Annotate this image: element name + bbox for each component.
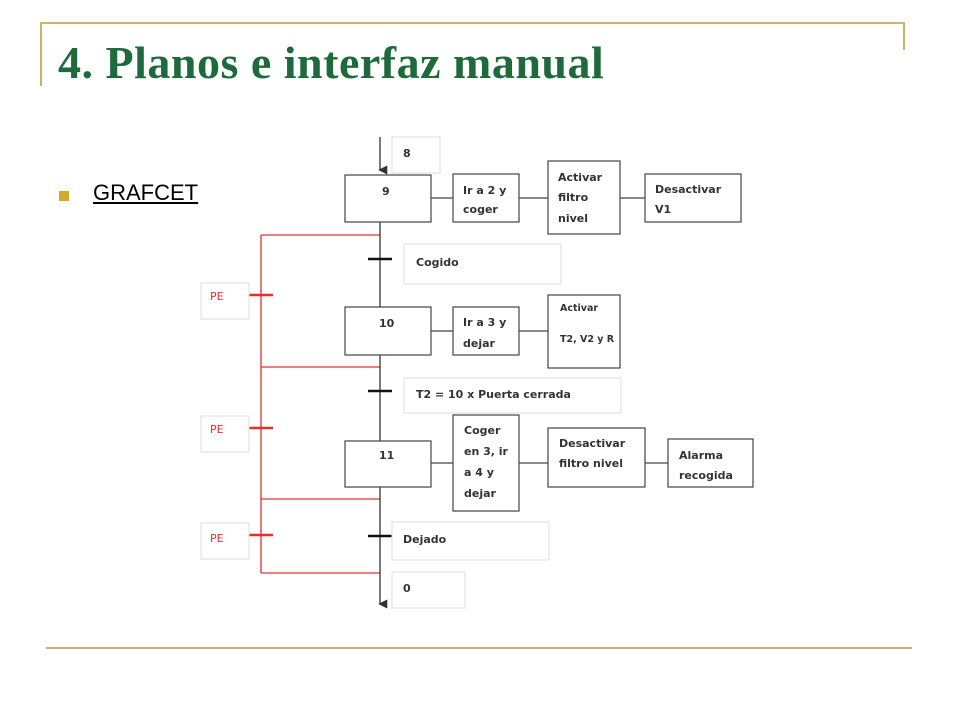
action-text: Coger (464, 424, 501, 437)
pe-label: PE (210, 423, 224, 436)
action-text: dejar (463, 337, 496, 350)
action-connectors (431, 197, 668, 464)
action-text: Alarma (679, 449, 723, 462)
action-text: filtro (558, 191, 589, 204)
emergency-return-lines (260, 234, 380, 574)
frame-left-line (40, 22, 42, 86)
light-boxes (391, 136, 622, 609)
action-text: nivel (558, 212, 588, 225)
action-text: en 3, ir (464, 445, 509, 458)
pe-label: PE (210, 532, 224, 545)
pe-boxes (200, 282, 250, 560)
action-text: T2, V2 y R (560, 334, 615, 345)
frame-right-line (903, 22, 905, 50)
action-text: dejar (464, 487, 497, 500)
bullet-grafcet: GRAFCET (93, 180, 199, 205)
action-text: filtro nivel (559, 457, 623, 470)
action-text: Activar (558, 171, 603, 184)
step-boxes (344, 174, 432, 488)
final-step-label: 0 (403, 582, 411, 595)
transition-label-t2: T2 = 10 x Puerta cerrada (416, 388, 571, 401)
action-text: Ir a 3 y (463, 316, 506, 329)
initial-step-label: 8 (403, 147, 411, 160)
action-text: a 4 y (464, 466, 494, 479)
action-boxes (452, 160, 754, 512)
transition-label-dejado: Dejado (403, 533, 447, 546)
bullet-marker (59, 191, 69, 201)
action-text: Ir a 2 y (463, 184, 506, 197)
action-text: Desactivar (655, 183, 722, 196)
frame-top-line (40, 22, 905, 24)
action-text: recogida (679, 469, 733, 482)
action-text: Desactivar (559, 437, 626, 450)
action-text: V1 (655, 203, 671, 216)
slide-title: 4. Planos e interfaz manual (58, 37, 605, 88)
transition-bars (368, 257, 392, 538)
emergency-transition-bars (249, 293, 273, 537)
frame-bottom-line (46, 647, 912, 649)
step-11-label: 11 (379, 449, 394, 462)
pe-label: PE (210, 290, 224, 303)
action-text: coger (463, 203, 498, 216)
transition-label-cogido: Cogido (416, 256, 459, 269)
step-10-label: 10 (379, 317, 395, 330)
step-9-label: 9 (382, 185, 390, 198)
action-text: Activar (560, 303, 598, 314)
